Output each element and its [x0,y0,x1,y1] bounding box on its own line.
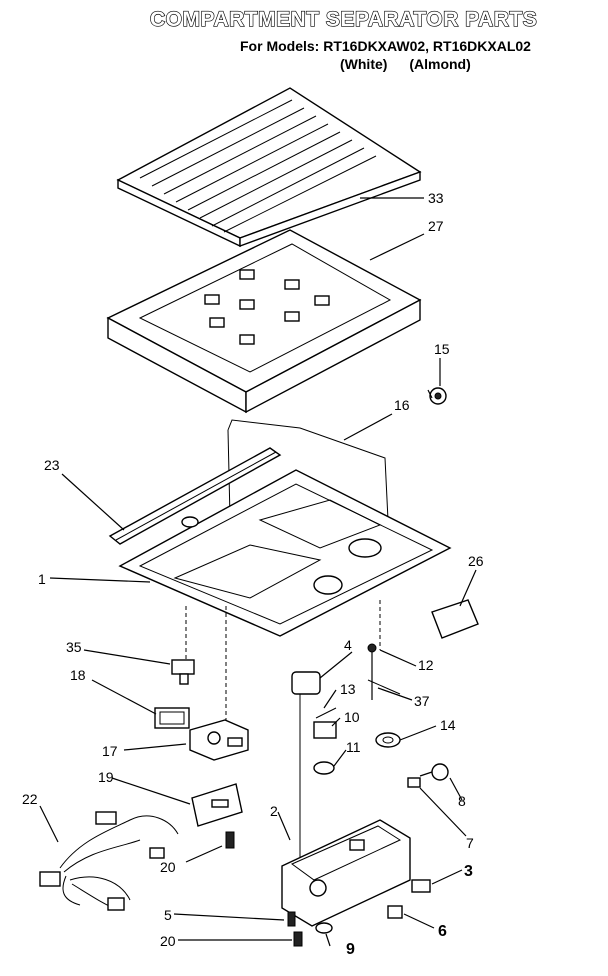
part-7-bracket [407,777,421,788]
callout-33: 33 [428,190,444,206]
part-2-control-base [281,819,411,927]
part-20-screw-lower [293,931,303,947]
part-8-knob [419,763,449,781]
part-17-control-housing [189,719,249,761]
callout-7: 7 [466,835,474,851]
part-22-wire-harness [39,811,179,911]
variant-white: (White) [340,56,388,72]
callout-8: 8 [458,793,466,809]
callout-5: 5 [164,907,172,923]
part-15-clip [427,387,447,405]
part-26-cover [431,599,479,639]
callout-20-upper: 20 [160,859,176,875]
part-1-separator-panel [118,469,452,637]
model-variants: (White) (Almond) [340,56,489,72]
callout-13: 13 [340,681,356,697]
callout-19: 19 [98,769,114,785]
callout-6: 6 [438,923,447,940]
callout-10: 10 [344,709,360,725]
callout-27: 27 [428,218,444,234]
callout-12: 12 [418,657,434,673]
part-14-damper [375,732,401,748]
variant-almond: (Almond) [409,56,471,72]
callout-18: 18 [70,667,86,683]
model-numbers: For Models: RT16DKXAW02, RT16DKXAL02 [240,38,531,54]
part-9-grommet [315,922,333,934]
part-35-knob [171,659,195,685]
part-18-gasket [154,707,190,729]
callout-17: 17 [102,743,118,759]
callout-11: 11 [346,739,361,755]
callout-3: 3 [464,863,473,880]
part-13-wire [315,707,337,719]
part-27-frame [106,229,422,414]
part-12-screw [367,643,377,700]
callout-23: 23 [44,457,60,473]
callout-20-lower: 20 [160,933,176,949]
part-11-knob [313,761,335,775]
callout-35: 35 [66,639,82,655]
part-19-bracket [191,783,243,827]
callout-4: 4 [344,637,352,653]
callout-16: 16 [394,397,410,413]
callout-22: 22 [22,791,38,807]
part-37-spring [367,679,401,695]
page-title: COMPARTMENT SEPARATOR PARTS [149,7,538,31]
part-33-shelf-grille [116,87,422,248]
callout-1: 1 [38,571,46,587]
part-5-screw [287,911,296,927]
part-20-screw-upper [225,831,235,849]
callout-9: 9 [346,941,355,958]
part-3-connector [411,879,431,893]
part-10-switch [313,721,337,739]
part-23-seal-strip [108,447,282,545]
callout-37: 37 [414,693,430,709]
callout-2: 2 [270,803,278,819]
callout-26: 26 [468,553,484,569]
part-6-connector [387,905,403,919]
callout-14: 14 [440,717,456,733]
callout-15: 15 [434,341,450,357]
